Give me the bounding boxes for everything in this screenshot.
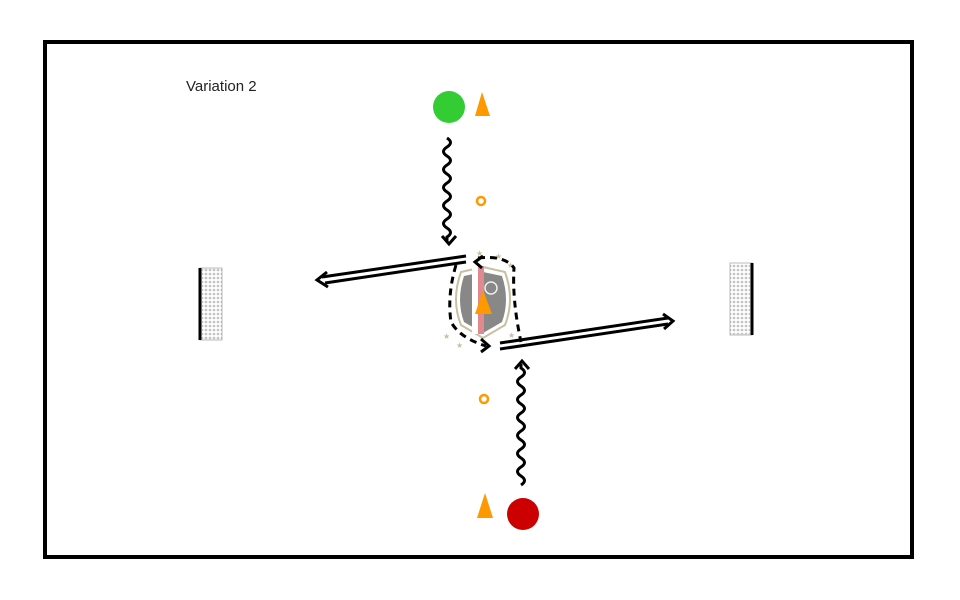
pass-right [499,312,676,351]
run-path-right [477,256,523,343]
svg-text:★: ★ [495,252,502,261]
left-goal [198,267,223,341]
svg-text:★: ★ [476,249,483,258]
pass-left [314,254,467,289]
red-player[interactable] [507,498,539,530]
dribble-line-bottom [513,358,531,487]
run-arrowhead-top [472,254,484,270]
cone-top [475,92,490,116]
marker-ring-bottom [478,393,490,405]
svg-text:★: ★ [456,341,463,350]
club-crest-logo: ★ ★ ★ ★ ★ ★ [443,249,515,350]
variation-title: Variation 2 [186,78,257,95]
marker-ring-top [475,195,487,207]
cone-bottom [477,493,493,518]
right-goal [729,262,754,336]
svg-text:★: ★ [508,331,515,340]
green-player[interactable] [433,91,465,123]
svg-text:★: ★ [443,332,450,341]
run-arrowhead-bottom [480,337,492,354]
svg-text:★: ★ [507,261,514,270]
dribble-line-top [440,136,458,247]
run-path-left [448,264,487,348]
cone-center [475,290,492,314]
